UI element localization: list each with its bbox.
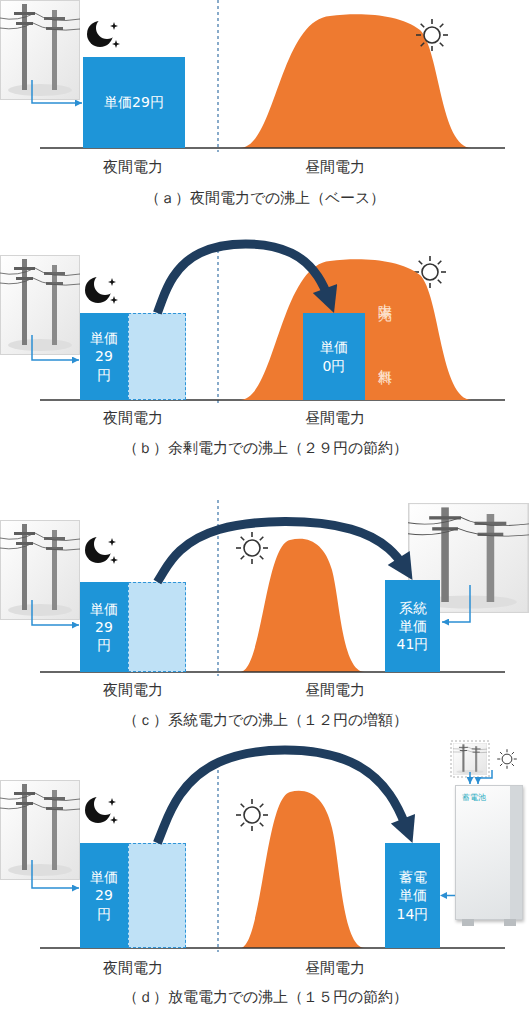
battery-foot <box>462 919 474 926</box>
supply-line <box>442 585 470 622</box>
pylon-icon <box>0 256 80 355</box>
node-text: 系統 単価 41円 <box>397 599 429 654</box>
node-text: 太陽光 <box>376 293 394 299</box>
charge-line <box>469 772 471 784</box>
panel-caption: （ａ）夜間電力での沸上（ベース） <box>15 188 515 208</box>
axis-label: 夜間電力 <box>73 680 193 700</box>
solar-hill: 太陽光無料 単価 0円 <box>240 255 472 400</box>
price-box: 単価 29 円 <box>80 843 186 948</box>
shifted-portion <box>128 843 186 948</box>
solar-curve <box>240 539 365 672</box>
pylon-icon <box>453 743 487 775</box>
sun-icon <box>236 532 268 564</box>
node-text: 蓄電池 <box>462 792 486 803</box>
sun-icon <box>236 799 268 831</box>
battery-box: 蓄電池 <box>455 785 523 920</box>
node-text: 単価 29 円 <box>90 329 118 384</box>
axis-label: 昼間電力 <box>275 408 395 428</box>
pylon-icon <box>0 521 80 620</box>
sun-icon <box>497 749 517 769</box>
discharge-arrow <box>440 895 455 897</box>
node-text: 蓄電 単価 14円 <box>397 868 429 923</box>
node-text: 単価 0円 <box>320 338 348 374</box>
shifted-portion <box>128 313 186 400</box>
supply-line <box>32 600 79 625</box>
pylon-icon <box>0 781 80 880</box>
node-text: 単価 29 円 <box>90 868 118 923</box>
divider-line <box>217 0 218 152</box>
node-text: 単価29円 <box>104 93 164 111</box>
transfer-arrow <box>157 750 412 843</box>
price-box: 系統 単価 41円 <box>385 580 440 672</box>
supply-line <box>32 860 79 888</box>
price-box: 単価 0円 <box>303 313 365 400</box>
panel-caption: （ｄ）放電電力での沸上（１５円の節約） <box>15 987 515 1007</box>
moon-icon <box>85 793 118 824</box>
node-text: 無料 <box>376 358 394 362</box>
axis-label: 夜間電力 <box>73 958 193 978</box>
supply-line <box>32 80 82 103</box>
sun-icon <box>416 19 448 51</box>
battery-foot <box>504 919 516 926</box>
axis-label: 夜間電力 <box>73 408 193 428</box>
node-text: 単価 29 円 <box>90 600 118 655</box>
charge-line <box>478 770 492 784</box>
axis-label: 昼間電力 <box>275 958 395 978</box>
solar-curve <box>240 259 472 400</box>
divider-line <box>217 500 218 676</box>
icon-frame <box>451 741 489 777</box>
divider-line <box>217 250 218 404</box>
pylon-icon <box>0 1 80 100</box>
price-box: 単価 29 円 <box>80 582 186 672</box>
price-fill: 単価 29 円 <box>80 313 128 400</box>
price-fill: 単価 29 円 <box>80 582 128 672</box>
price-box: 蓄電 単価 14円 <box>385 843 440 948</box>
axis-label: 夜間電力 <box>73 157 193 177</box>
transfer-arrow <box>157 522 412 582</box>
supply-line <box>32 335 79 360</box>
panel-caption: （ｃ）系統電力での沸上（１２円の増額） <box>15 710 515 730</box>
panel-caption: （ｂ）余剰電力での沸上（２９円の節約） <box>15 438 515 458</box>
axis-label: 昼間電力 <box>275 157 395 177</box>
divider-line <box>217 770 218 952</box>
shifted-portion <box>128 582 186 672</box>
price-box: 単価 29 円 <box>80 313 186 400</box>
moon-icon <box>85 273 118 304</box>
solar-curve <box>240 14 472 148</box>
battery-side <box>510 786 522 919</box>
moon-icon <box>87 17 120 48</box>
price-box: 単価29円 <box>83 57 185 148</box>
axis-label: 昼間電力 <box>275 680 395 700</box>
price-fill: 単価 29 円 <box>80 843 128 948</box>
moon-icon <box>85 533 118 564</box>
